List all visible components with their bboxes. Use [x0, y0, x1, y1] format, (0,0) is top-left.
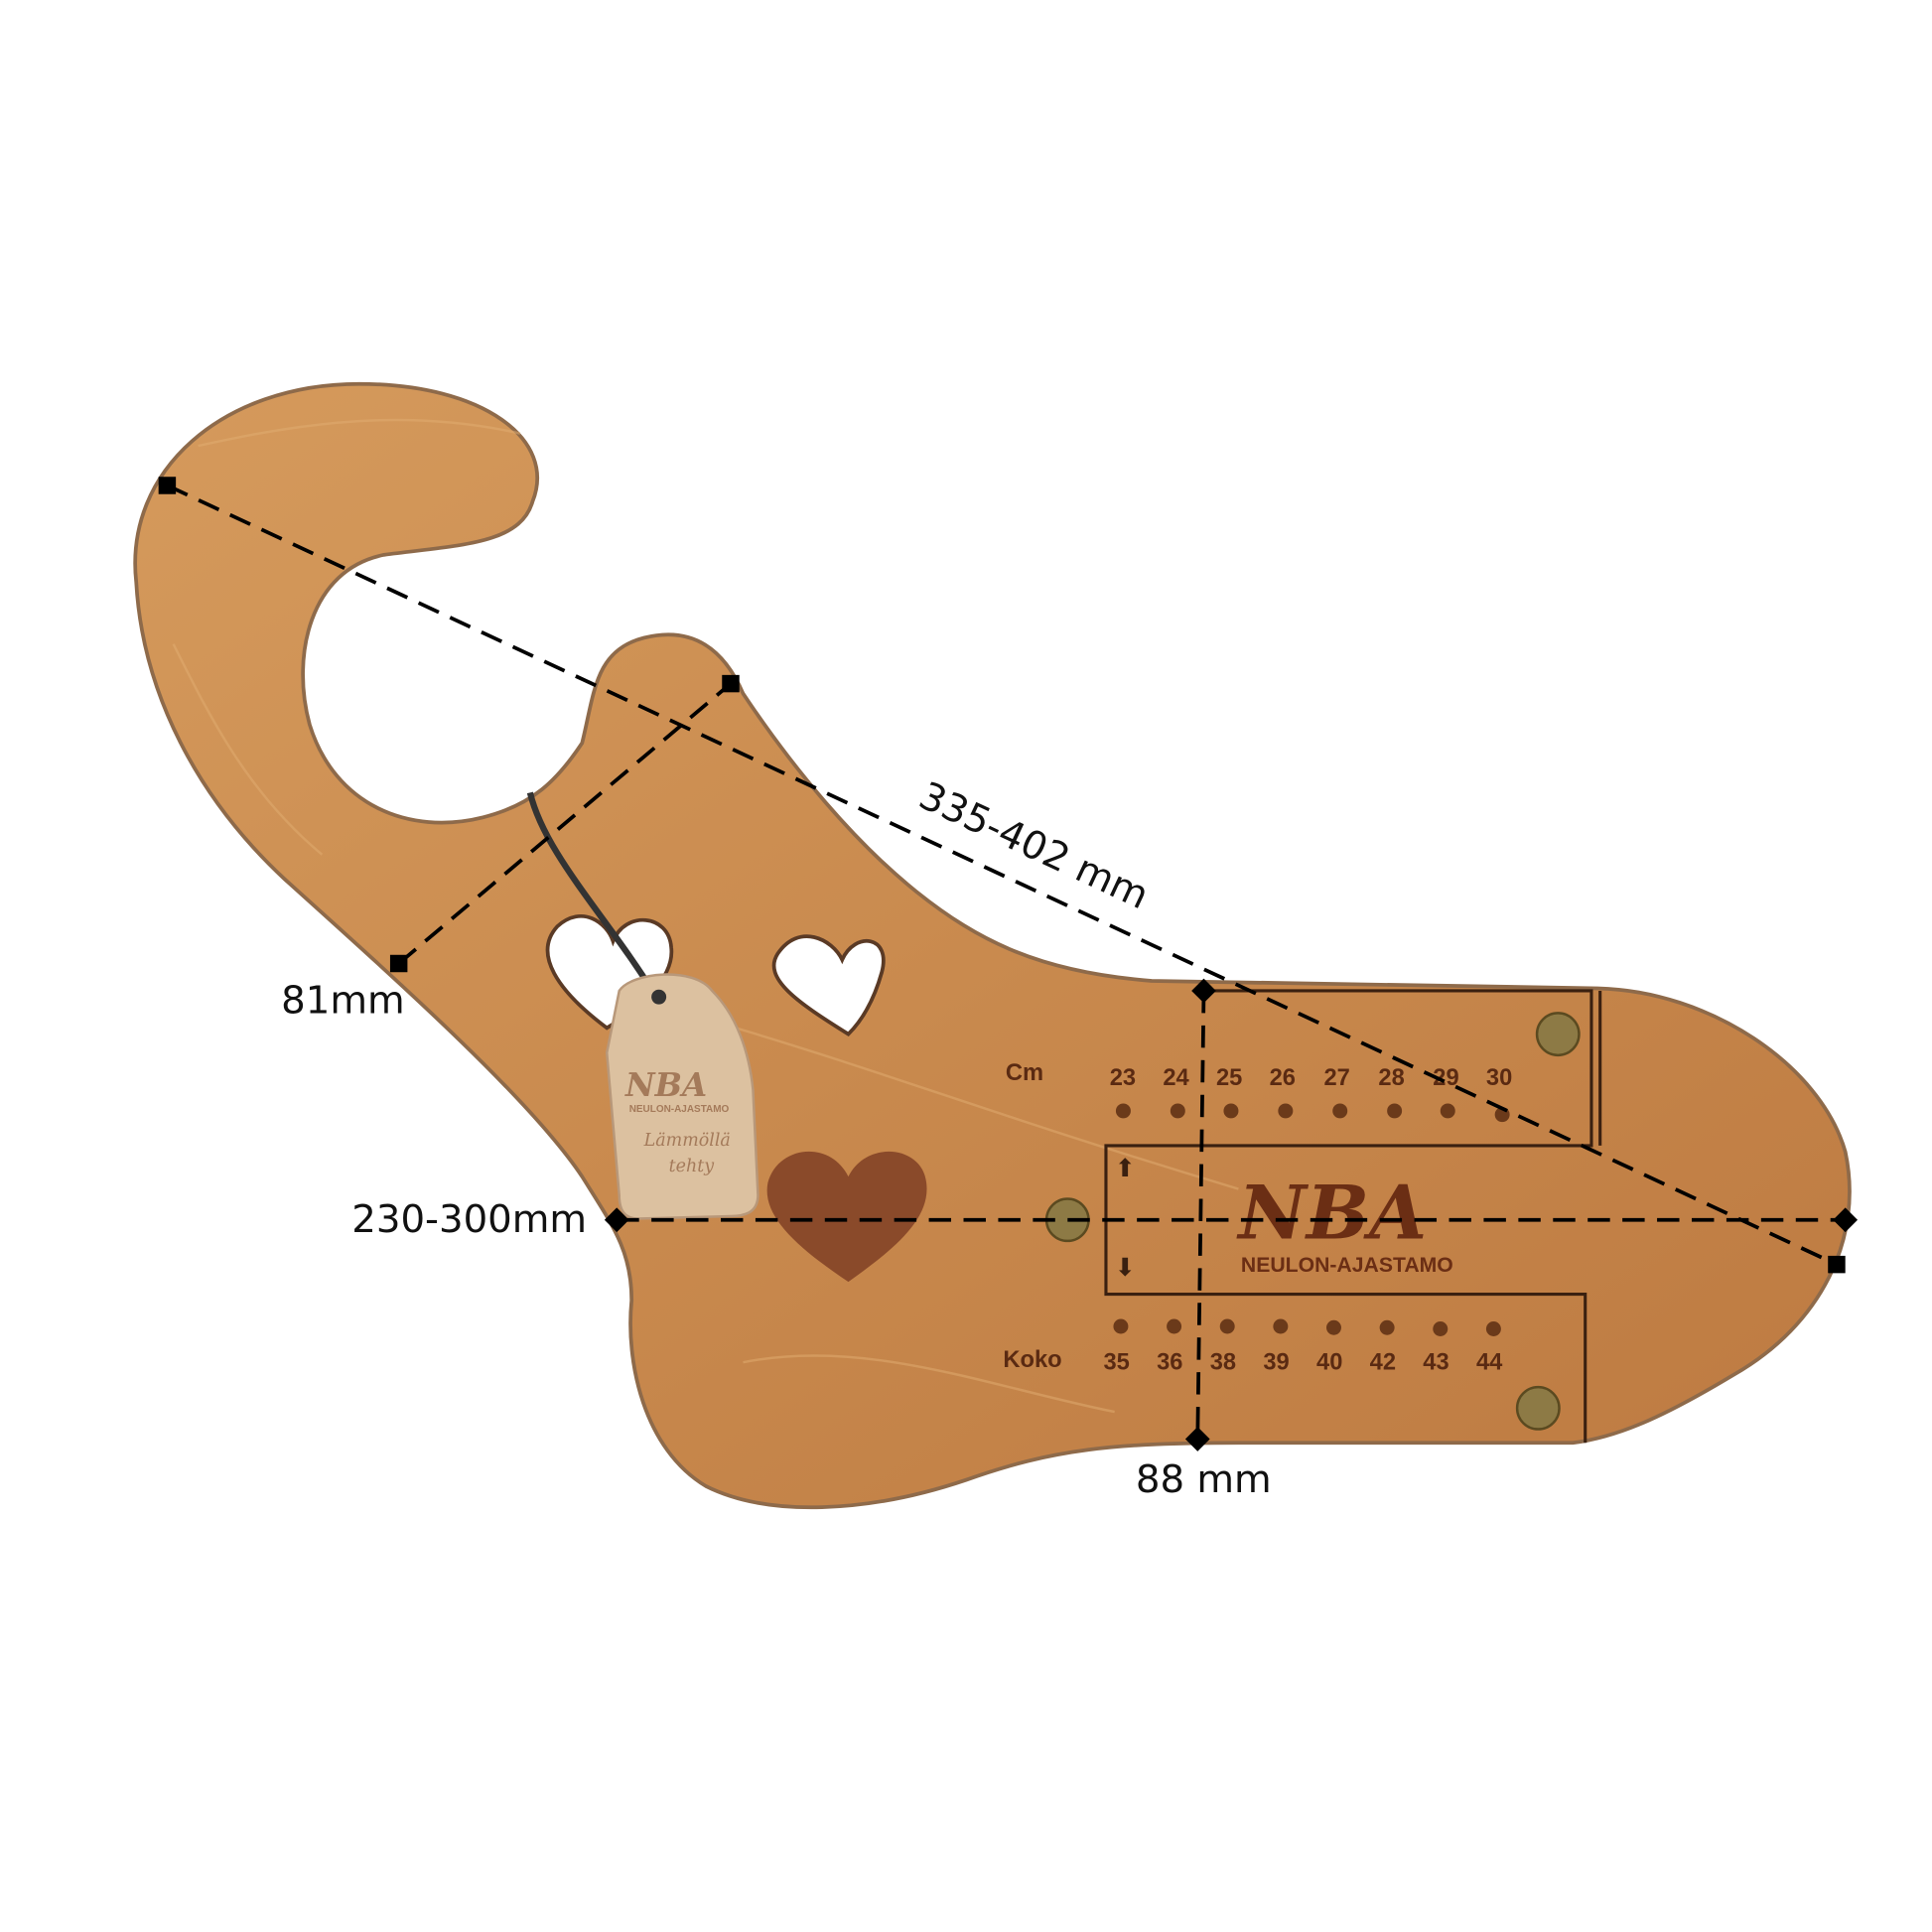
dimension-lines [166, 483, 1846, 1440]
foot-length-label: 230-300mm [351, 1197, 587, 1242]
size-value: 36 [1157, 1350, 1182, 1376]
leg-width-line [397, 682, 733, 965]
marker [389, 954, 408, 973]
size-value: 39 [1263, 1350, 1289, 1376]
tag-brand: NEULON-AJASTAMO [629, 1104, 730, 1115]
engraved-brand: NEULON-AJASTAMO [1241, 1254, 1453, 1277]
marker [1184, 1427, 1210, 1451]
size-scale: 35 36 38 39 40 42 43 44 [1103, 1350, 1503, 1376]
marker [158, 477, 177, 494]
total-length-label: 335-402 mm [912, 773, 1156, 918]
dimension-markers [158, 477, 1859, 1451]
cm-value: 24 [1163, 1065, 1189, 1091]
heart-cutout-right [771, 934, 886, 1036]
total-length-line [166, 483, 1838, 1267]
cm-value: 26 [1270, 1065, 1296, 1091]
cm-value: 25 [1216, 1065, 1242, 1091]
rivet [1515, 1385, 1561, 1431]
size-value: 42 [1370, 1350, 1396, 1376]
cm-value: 28 [1378, 1065, 1404, 1091]
foot-width-label: 88 mm [1136, 1457, 1272, 1502]
sock-blocker-board [133, 381, 1852, 1510]
size-label: Koko [1003, 1347, 1061, 1373]
tag-line2: tehty [669, 1157, 716, 1176]
cm-label: Cm [1006, 1060, 1043, 1086]
leg-width-label: 81mm [281, 978, 405, 1023]
cm-holes [1115, 1103, 1510, 1123]
tag-line1: Lämmöllä [643, 1131, 731, 1151]
cm-value: 30 [1486, 1065, 1512, 1091]
marker [604, 1207, 629, 1233]
tag-logo: NBA [624, 1066, 707, 1104]
marker [1833, 1207, 1859, 1233]
size-value: 35 [1103, 1350, 1129, 1376]
cm-value: 23 [1110, 1065, 1136, 1091]
engraved-heart [766, 1151, 927, 1283]
size-value: 40 [1316, 1350, 1342, 1376]
engraved-logo: NBA [1236, 1169, 1427, 1256]
foot-width-line [1195, 990, 1206, 1440]
tag-hole [651, 989, 667, 1005]
cm-scale: 23 24 25 26 27 28 29 30 [1110, 1065, 1513, 1091]
tag-cord [526, 791, 659, 999]
marker [1191, 978, 1216, 1004]
size-holes [1113, 1318, 1501, 1336]
slide-mechanism [1104, 989, 1602, 1444]
arrow-down-icon: ⬇ [1115, 1255, 1136, 1282]
cm-value: 27 [1324, 1065, 1350, 1091]
arrow-up-icon: ⬆ [1115, 1156, 1136, 1182]
hang-tag [605, 973, 759, 1220]
wood-grain [172, 418, 1239, 1414]
size-value: 43 [1423, 1350, 1449, 1376]
size-value: 44 [1476, 1350, 1503, 1376]
marker [722, 674, 740, 693]
marker [1828, 1255, 1846, 1274]
rivet [1535, 1012, 1581, 1057]
size-value: 38 [1210, 1350, 1236, 1376]
